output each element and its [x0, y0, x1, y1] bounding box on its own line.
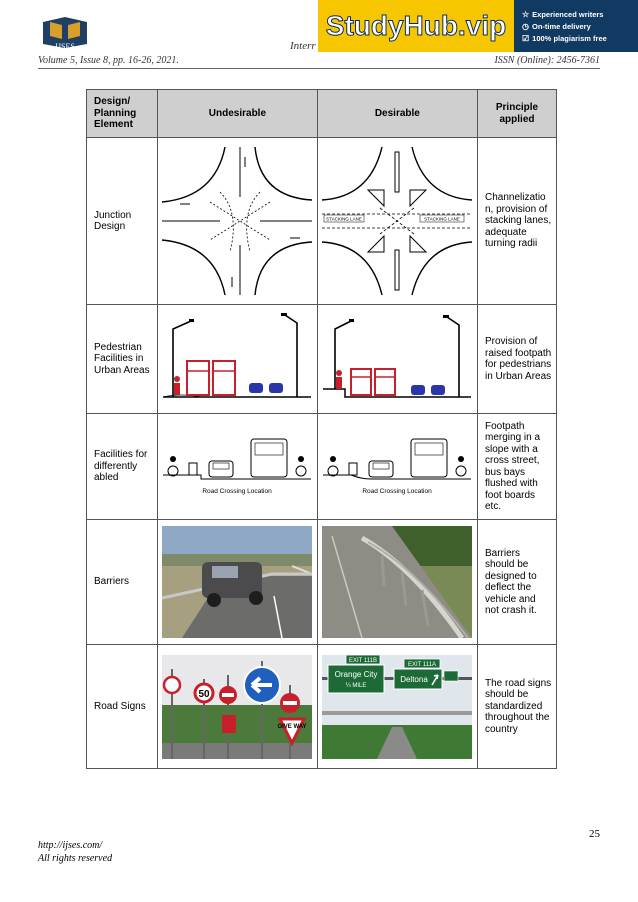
junction-undesirable-diagram: [157, 137, 318, 305]
row-element: Pedestrian Facilities in Urban Areas: [85, 304, 159, 414]
destination-sign: Deltona: [401, 675, 429, 684]
header-principle: Principle applied: [477, 89, 557, 138]
junction-desirable-diagram: STACKING LANE STACKING LANE: [316, 137, 479, 305]
table-header-row: Design/ Planning Element Undesirable Des…: [85, 89, 557, 138]
star-icon: ☆: [522, 9, 530, 19]
table-row: Junction Design: [85, 137, 557, 305]
clock-icon: ◷: [522, 21, 529, 31]
exit-tag: EXIT 111B: [349, 658, 377, 664]
pedestrian-desirable-drawing: [316, 304, 479, 414]
studyhub-ad-banner[interactable]: StudyHub.vip ☆Experienced writers ◷On-ti…: [318, 0, 638, 52]
pedestrian-undesirable-drawing: [157, 304, 318, 414]
crossing-caption: Road Crossing Location: [363, 488, 433, 495]
header-element: Design/ Planning Element: [85, 89, 159, 138]
footer-rights: All rights reserved: [38, 853, 113, 864]
row-principle: Barriers should be designed to deflect t…: [477, 519, 557, 645]
row-element: Junction Design: [85, 137, 159, 305]
standard-signs-photo: EXIT 111B Orange City ¼ MILE EXIT 111A D…: [316, 644, 479, 769]
give-way-text: GIVE WAY: [278, 724, 307, 730]
table-row: Pedestrian Facilities in Urban Areas: [85, 304, 557, 414]
destination-sign: Orange City: [335, 670, 378, 679]
exit-tag: EXIT 111A: [408, 662, 436, 668]
row-principle: Footpath merging in a slope with a cross…: [477, 413, 557, 520]
speed-sign-text: 50: [199, 689, 211, 700]
footer-url[interactable]: http://ijses.com/: [38, 840, 103, 851]
crossing-undesirable-drawing: Road Crossing Location: [157, 413, 318, 520]
ad-features: ☆Experienced writers ◷On-time delivery ☑…: [514, 0, 638, 52]
ad-line: On-time delivery: [531, 21, 591, 31]
ad-brand[interactable]: StudyHub.vip: [318, 0, 514, 52]
row-element: Facilities for differently abled: [85, 413, 159, 520]
ad-line: Experienced writers: [532, 9, 604, 19]
table-row: Road Signs 50 GIVE WAY: [85, 644, 557, 769]
logo-text: IJSES: [55, 42, 75, 51]
table-row: Barriers: [85, 519, 557, 645]
ad-line: 100% plagiarism free: [532, 33, 607, 43]
arrow-icon: [431, 673, 440, 685]
header-rule: [38, 68, 600, 69]
design-elements-table: Design/ Planning Element Undesirable Des…: [85, 89, 557, 769]
journal-logo: IJSES: [40, 14, 90, 51]
stacking-lane-label: STACKING LANE: [425, 217, 461, 222]
header-desirable: Desirable: [316, 89, 479, 138]
header-undesirable: Undesirable: [157, 89, 318, 138]
row-element: Barriers: [85, 519, 159, 645]
check-icon: ☑: [522, 33, 530, 43]
barrier-deflect-photo: [316, 519, 479, 645]
row-principle: Channelizatio n, provision of stacking l…: [477, 137, 557, 305]
crossing-desirable-drawing: Road Crossing Location: [316, 413, 479, 520]
journal-title: Interr: [290, 40, 316, 52]
issn-line: ISSN (Online): 2456-7361: [494, 55, 600, 66]
volume-line: Volume 5, Issue 8, pp. 16-26, 2021.: [38, 55, 179, 66]
crossing-caption: Road Crossing Location: [203, 488, 273, 495]
stacking-lane-label: STACKING LANE: [327, 217, 363, 222]
row-element: Road Signs: [85, 644, 159, 769]
row-principle: Provision of raised footpath for pedestr…: [477, 304, 557, 414]
table-row: Facilities for differently abled Road Cr…: [85, 413, 557, 520]
distance-sign: ¼ MILE: [346, 683, 367, 689]
barrier-crash-photo: [157, 519, 318, 645]
row-principle: The road signs should be standardized th…: [477, 644, 557, 769]
page-number: 25: [589, 828, 600, 840]
cluttered-signs-photo: 50 GIVE WAY: [157, 644, 318, 769]
